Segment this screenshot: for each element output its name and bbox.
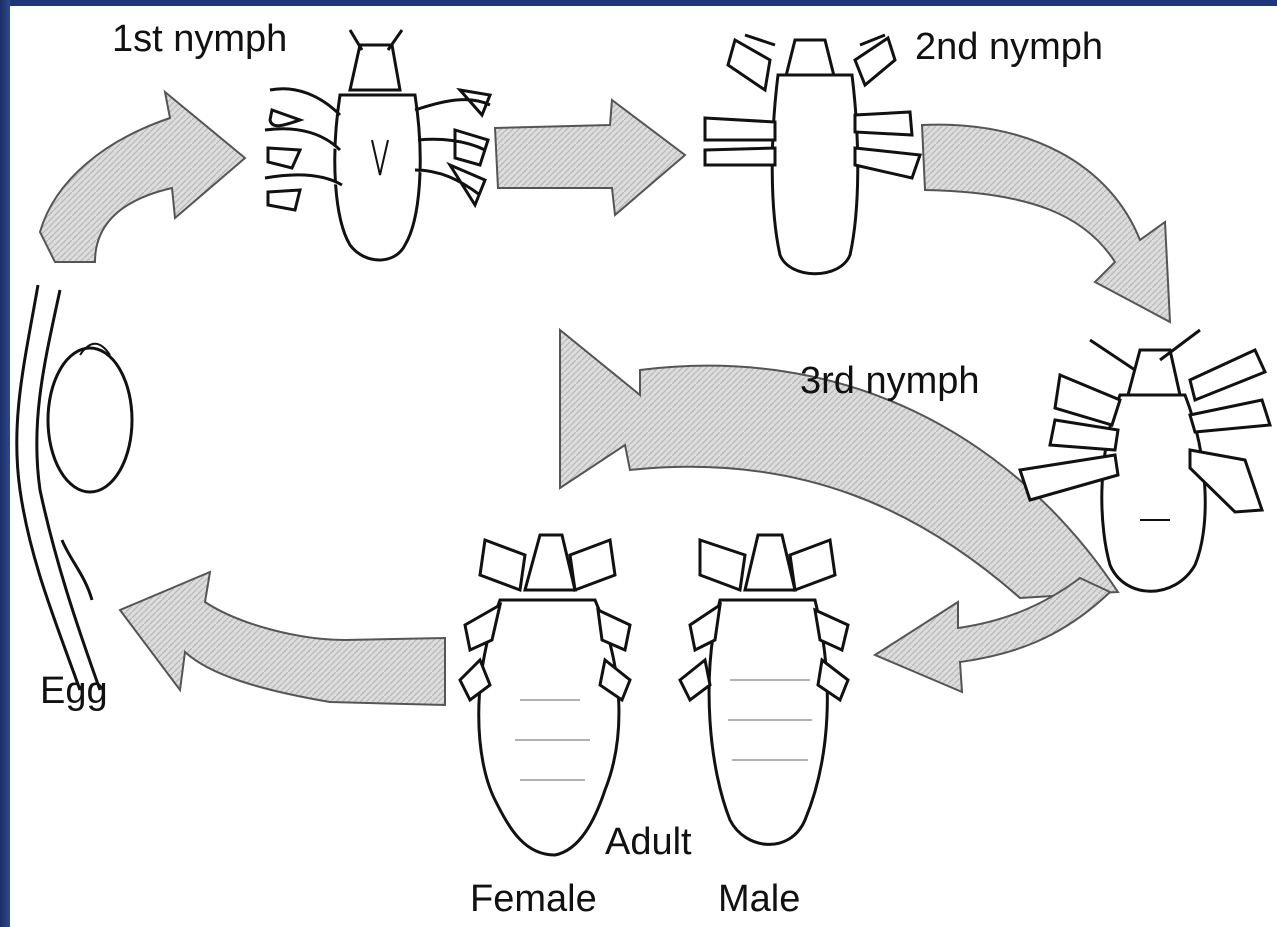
nymph-2-drawing — [705, 35, 920, 274]
label-2nd-nymph: 2nd nymph — [915, 28, 1103, 66]
male-adult-drawing — [680, 535, 848, 844]
label-1st-nymph: 1st nymph — [112, 20, 287, 58]
arrow-3rd-to-adults-small — [875, 578, 1110, 692]
label-male: Male — [718, 880, 800, 918]
nymph-1-drawing — [265, 30, 490, 260]
egg-drawing — [17, 285, 132, 690]
arrow-1st-to-2nd — [495, 100, 685, 215]
female-adult-drawing — [460, 535, 630, 855]
label-adult: Adult — [605, 823, 692, 861]
arrow-2nd-to-3rd — [922, 125, 1170, 322]
label-egg: Egg — [40, 672, 108, 710]
label-female: Female — [470, 880, 597, 918]
label-3rd-nymph: 3rd nymph — [800, 362, 980, 400]
arrow-egg-to-1st — [40, 92, 245, 262]
arrow-adults-to-egg — [120, 572, 445, 705]
